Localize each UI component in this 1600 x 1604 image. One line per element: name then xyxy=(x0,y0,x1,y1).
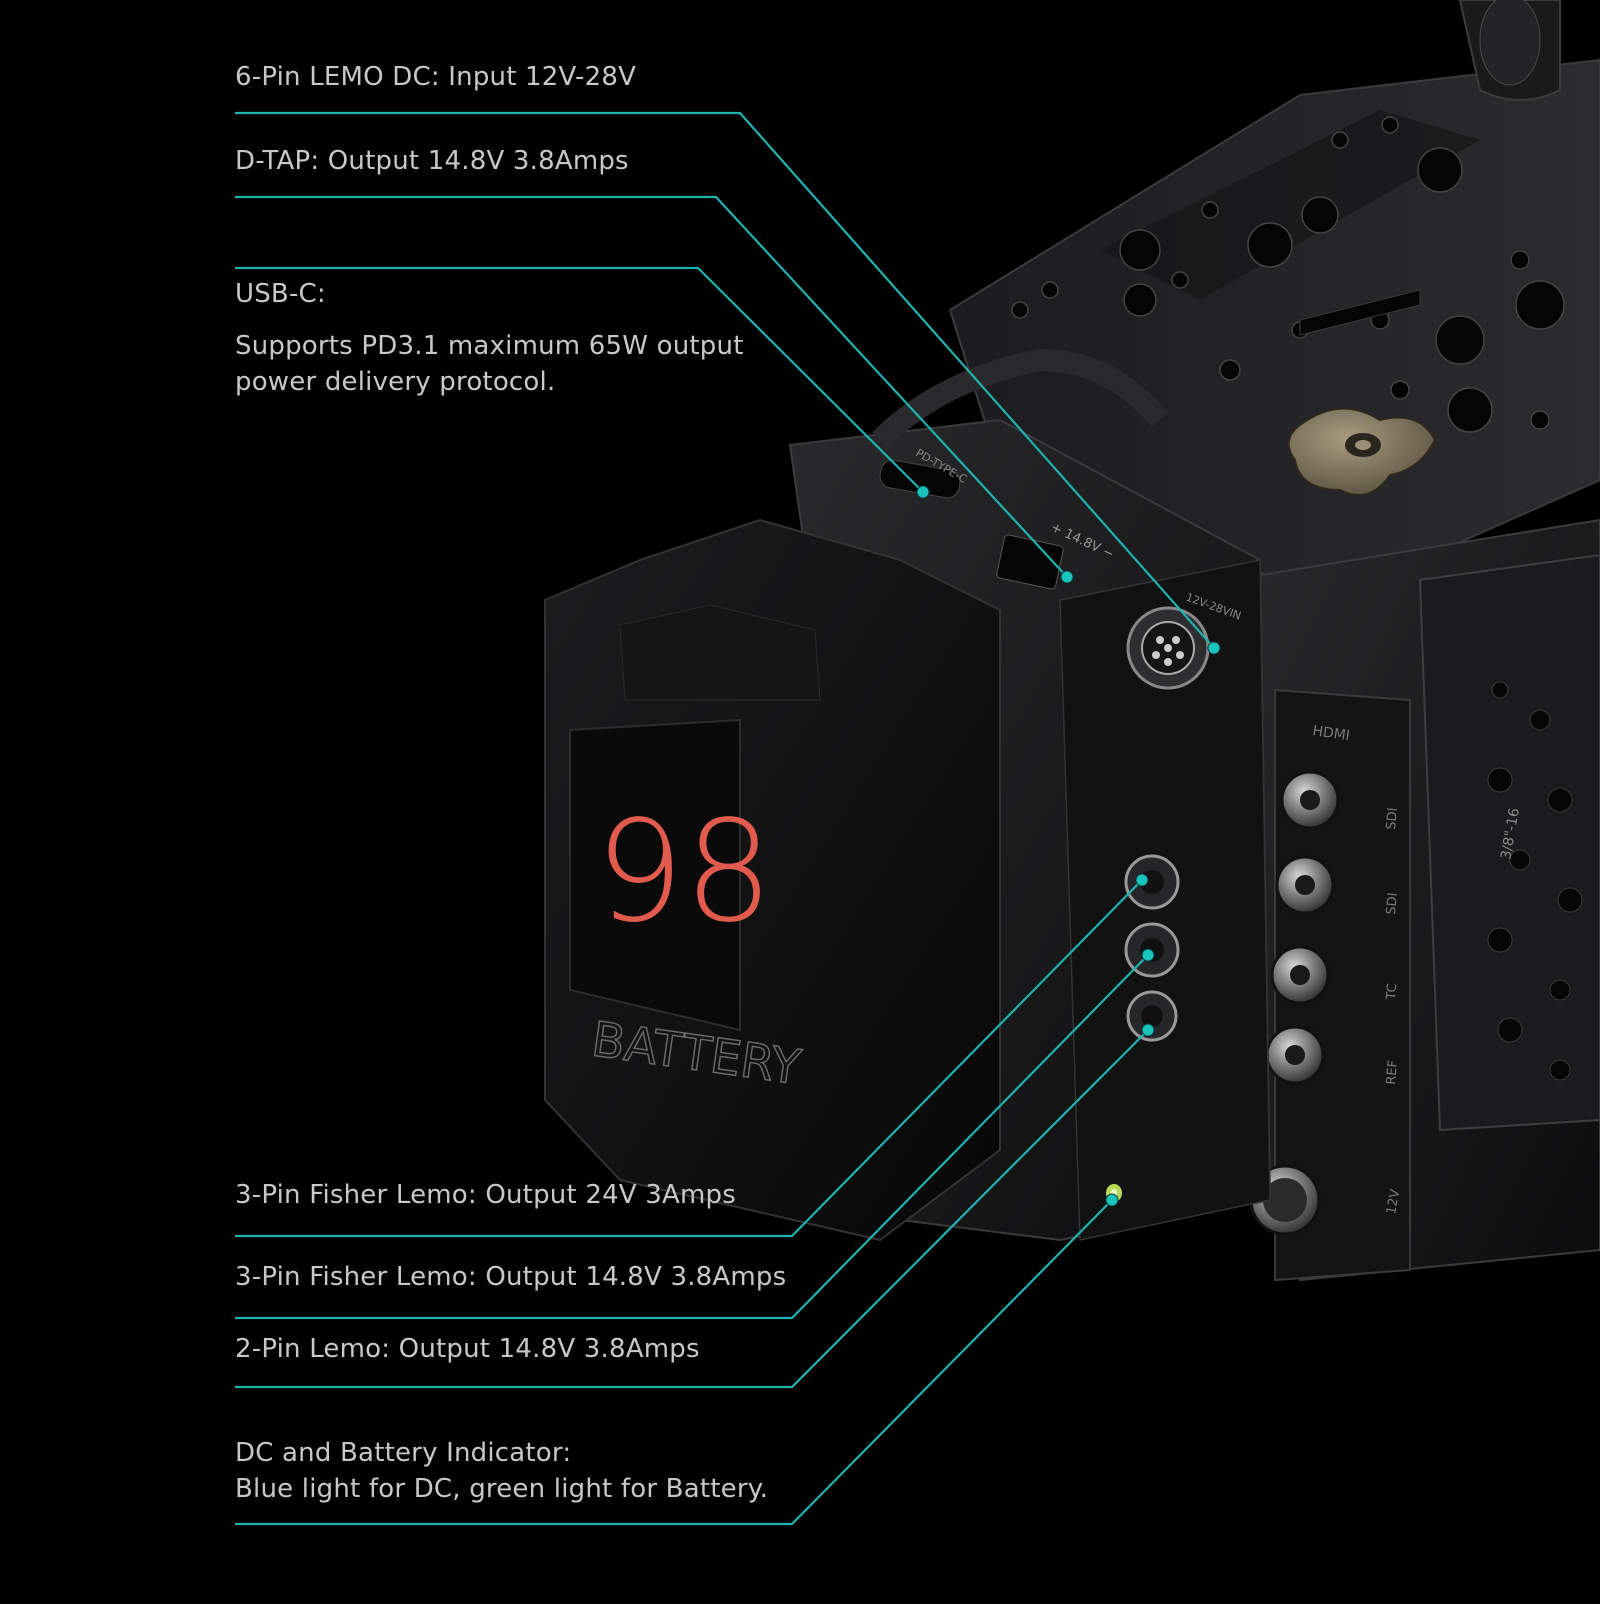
callout-text: 2-Pin Lemo: Output 14.8V 3.8Amps xyxy=(235,1334,700,1364)
bnc-connectors xyxy=(1265,770,1340,1085)
callout-label-fisher-148v: 3-Pin Fisher Lemo: Output 14.8V 3.8Amps xyxy=(235,1259,786,1295)
hdmi-label: HDMI xyxy=(1311,723,1350,744)
battery-percent: 98 xyxy=(595,791,773,954)
lemo-2pin-inner xyxy=(1141,1005,1163,1027)
callout-dot xyxy=(916,485,930,499)
callout-text: 3-Pin Fisher Lemo: Output 14.8V 3.8Amps xyxy=(235,1262,787,1292)
callout-text: D-TAP: Output 14.8V 3.8Amps xyxy=(235,146,629,176)
v-mount-battery: 98 BATTERY xyxy=(544,518,1001,1242)
bnc-pin xyxy=(1300,790,1320,810)
callout-line-fisher-24v xyxy=(235,879,1143,1238)
xlr-inner xyxy=(1263,1178,1307,1222)
sdi1-label: SDI xyxy=(1384,807,1401,830)
callout-label-indicator: DC and Battery Indicator: Blue light for… xyxy=(235,1435,768,1507)
thumbscrew-knob xyxy=(1287,407,1437,496)
bnc-pin xyxy=(1290,965,1310,985)
io-panel: HDMI SDI SDI TC REF 12V xyxy=(1249,688,1411,1282)
callout-text: Supports PD3.1 maximum 65W output xyxy=(235,331,744,361)
callout-line-lemo-6pin xyxy=(235,111,1215,649)
power12-label: 12V xyxy=(1384,1188,1403,1216)
callout-label-dtap: D-TAP: Output 14.8V 3.8Amps xyxy=(235,143,629,179)
callout-line-fisher-148v xyxy=(235,954,1149,1320)
callout-label-usb-c: USB-C: Supports PD3.1 maximum 65W output… xyxy=(235,276,744,400)
tc-label: TC xyxy=(1384,983,1400,1002)
bnc-pin xyxy=(1285,1045,1305,1065)
callout-dot xyxy=(1207,641,1221,655)
sdi2-label: SDI xyxy=(1384,892,1401,915)
callout-text: 6-Pin LEMO DC: Input 12V-28V xyxy=(235,62,637,92)
callout-line-lemo-2pin xyxy=(235,1029,1149,1389)
callout-heading: USB-C: xyxy=(235,279,326,309)
top-rod xyxy=(1458,0,1561,101)
callout-lines xyxy=(235,111,1221,1526)
callout-dot xyxy=(1141,1023,1155,1037)
fisher-ports xyxy=(1124,854,1180,1042)
callout-dot xyxy=(1135,873,1149,887)
callout-dot xyxy=(1060,570,1074,584)
callout-dot xyxy=(1105,1193,1119,1207)
ref-label: REF xyxy=(1384,1059,1401,1085)
callout-line-indicator xyxy=(235,1199,1113,1526)
callout-line-dtap xyxy=(235,195,1068,578)
battery-display-window xyxy=(569,718,741,1032)
callout-dot xyxy=(1141,948,1155,962)
bnc-pin xyxy=(1295,875,1315,895)
callout-label-lemo-6pin: 6-Pin LEMO DC: Input 12V-28V xyxy=(235,59,636,95)
callout-heading: DC and Battery Indicator: xyxy=(235,1438,572,1468)
callout-label-fisher-24v: 3-Pin Fisher Lemo: Output 24V 3Amps xyxy=(235,1177,736,1213)
top-cage-plate xyxy=(948,58,1600,602)
callout-text: 3-Pin Fisher Lemo: Output 24V 3Amps xyxy=(235,1180,736,1210)
callout-label-lemo-2pin: 2-Pin Lemo: Output 14.8V 3.8Amps xyxy=(235,1331,700,1367)
callout-text: power delivery protocol. xyxy=(235,367,556,397)
callout-line-usb-c xyxy=(235,266,924,493)
callout-text: Blue light for DC, green light for Batte… xyxy=(235,1474,769,1504)
